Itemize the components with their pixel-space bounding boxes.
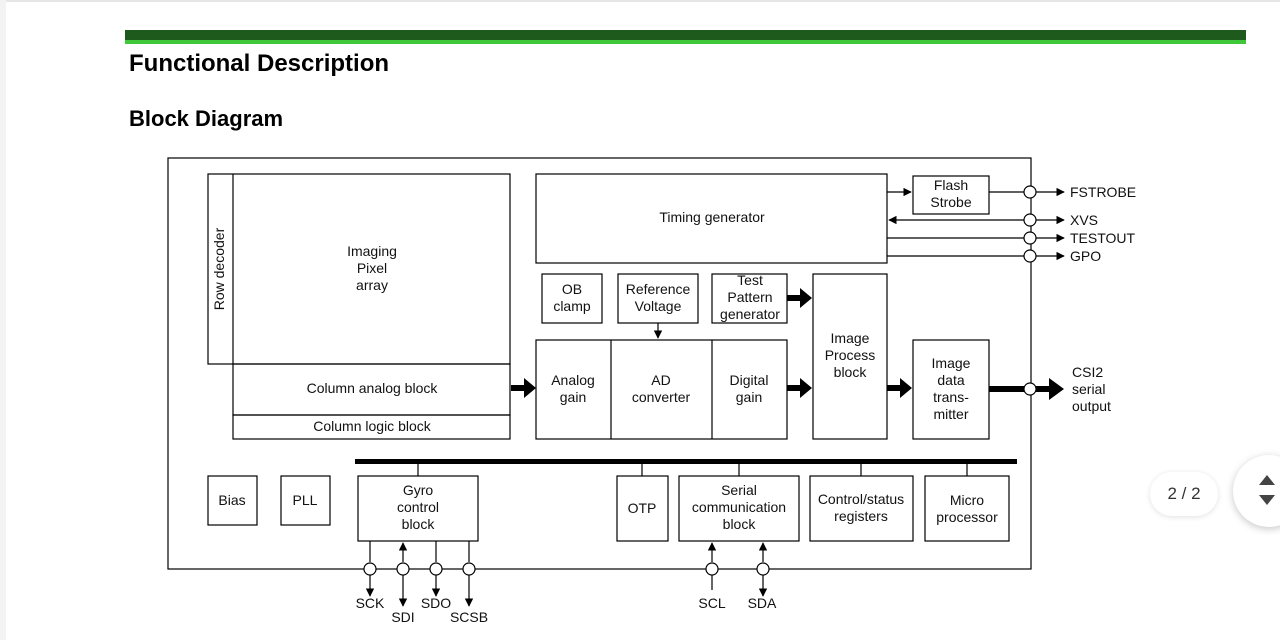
imaging-line3: array	[356, 277, 388, 293]
ip-line3: block	[834, 364, 868, 380]
csi2-line2: serial	[1072, 381, 1105, 397]
test-line2: Pattern	[727, 289, 772, 305]
tx-line1: Image	[932, 355, 971, 371]
control-line1: Control/status	[818, 491, 904, 507]
otp-label: OTP	[628, 500, 657, 516]
column-logic-block	[232, 414, 511, 440]
ad-line1: AD	[651, 372, 670, 388]
bias-block	[207, 475, 258, 526]
imaging-line1: Imaging	[347, 243, 397, 259]
control-line2: registers	[834, 508, 888, 524]
fstrobe-label: FSTROBE	[1070, 184, 1136, 200]
serial-line3: block	[723, 516, 757, 532]
ob-line2: clamp	[553, 298, 591, 314]
tx-line3: trans-	[933, 389, 969, 405]
gyro-line2: control	[397, 499, 439, 515]
testout-label: TESTOUT	[1070, 230, 1136, 246]
ip-line2: Process	[825, 347, 876, 363]
timing-generator-block	[535, 173, 888, 264]
flash-line2: Strobe	[930, 194, 971, 210]
chevron-down-icon[interactable]	[1259, 495, 1275, 505]
viewer-left-edge	[0, 0, 6, 640]
sdo-label: SDO	[421, 595, 451, 611]
gpo-label: GPO	[1070, 248, 1101, 264]
ad-line2: converter	[632, 389, 691, 405]
internal-bus	[355, 459, 1017, 464]
sda-label: SDA	[748, 595, 777, 611]
ob-line1: OB	[562, 281, 582, 297]
flash-strobe-block	[912, 175, 990, 215]
micro-line2: processor	[936, 509, 998, 525]
scl-label: SCL	[698, 595, 725, 611]
tx-line4: mitter	[934, 406, 969, 422]
column-logic-label: Column logic block	[313, 418, 431, 434]
gyro-line3: block	[402, 516, 436, 532]
flash-line1: Flash	[934, 177, 968, 193]
imaging-line2: Pixel	[357, 260, 387, 276]
analog-gain-line2: gain	[560, 389, 586, 405]
csi2-line3: output	[1072, 398, 1111, 414]
column-analog-label: Column analog block	[307, 380, 439, 396]
header-rule-light	[125, 40, 1246, 44]
gyro-line1: Gyro	[403, 482, 434, 498]
pll-label: PLL	[293, 492, 318, 508]
pll-block	[280, 475, 331, 526]
ob-clamp-block	[541, 273, 603, 324]
chevron-up-icon[interactable]	[1259, 475, 1275, 485]
ref-line2: Voltage	[635, 298, 682, 314]
serial-line2: communication	[692, 499, 786, 515]
ref-line1: Reference	[626, 281, 691, 297]
section-subtitle: Block Diagram	[129, 106, 284, 131]
page-indicator: 2 / 2	[1150, 472, 1218, 516]
sck-label: SCK	[356, 595, 385, 611]
sdi-label: SDI	[391, 609, 414, 625]
digital-gain-line2: gain	[736, 389, 762, 405]
serial-line1: Serial	[721, 482, 757, 498]
ip-line1: Image	[831, 330, 870, 346]
chip-boundary	[167, 157, 1032, 570]
timing-label: Timing generator	[659, 209, 765, 225]
row-decoder-label: Row decoder	[211, 227, 227, 310]
micro-line1: Micro	[950, 492, 984, 508]
header-rule-dark	[125, 30, 1246, 40]
image-process-block	[812, 273, 888, 440]
digital-gain-line1: Digital	[730, 372, 769, 388]
test-line1: Test	[737, 272, 763, 288]
csi2-line1: CSI2	[1072, 364, 1103, 380]
bias-label: Bias	[218, 492, 245, 508]
scsb-label: SCSB	[450, 609, 488, 625]
tx-line2: data	[937, 372, 964, 388]
xvs-label: XVS	[1070, 212, 1098, 228]
analog-gain-line1: Analog	[551, 372, 595, 388]
section-title: Functional Description	[129, 50, 390, 77]
viewer-top-edge	[0, 0, 1280, 2]
test-line3: generator	[720, 306, 780, 322]
